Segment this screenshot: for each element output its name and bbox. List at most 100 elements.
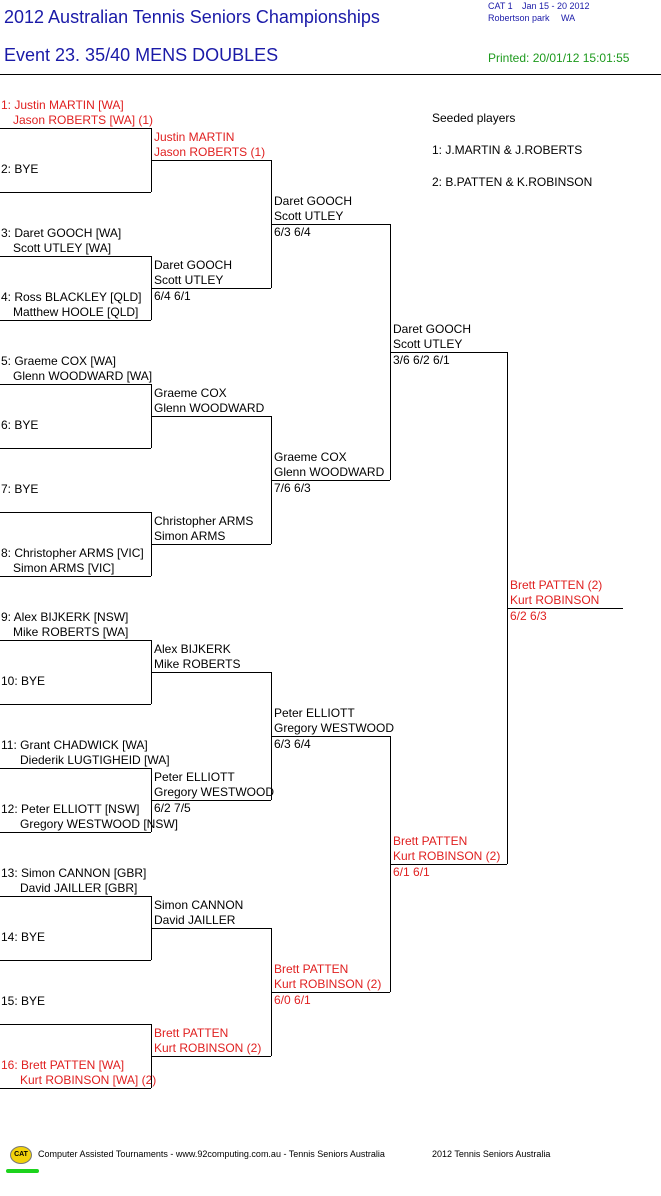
draw-entry-line2: Gregory WESTWOOD [NSW]	[20, 817, 179, 831]
draw-entry-line2: Scott UTLEY [WA]	[13, 241, 112, 255]
round3-entry-line2: Glenn WOODWARD	[274, 465, 385, 479]
round2-entry-score: 6/4 6/1	[154, 289, 191, 303]
bracket-connector	[271, 672, 272, 800]
round2-entry-line1: Justin MARTIN	[154, 130, 235, 144]
semifinal-entry-line1: Brett PATTEN	[393, 834, 468, 848]
bracket-line	[152, 416, 271, 417]
venue: Robertson park	[488, 13, 550, 23]
bracket-line	[152, 544, 271, 545]
draw-entry-line1: 10: BYE	[1, 674, 46, 688]
bracket-line	[0, 832, 151, 833]
cat-logo-icon: CAT	[10, 1146, 32, 1164]
semifinal-entry-line2: Scott UTLEY	[393, 337, 463, 351]
venue-state: WA	[561, 13, 576, 23]
bracket-line	[391, 864, 507, 865]
draw-entry-line1: 5: Graeme COX [WA]	[1, 354, 116, 368]
round2-entry-line2: Simon ARMS	[154, 529, 226, 543]
draw-entry-line1: 9: Alex BIJKERK [NSW]	[1, 610, 129, 624]
draw-entry-line1: 3: Daret GOOCH [WA]	[1, 226, 122, 240]
round2-entry-line1: Graeme COX	[154, 386, 227, 400]
round3-entry-line1: Brett PATTEN	[274, 962, 349, 976]
draw-entry-line2: Kurt ROBINSON [WA] (2)	[20, 1073, 157, 1087]
draw-entry-line1: 1: Justin MARTIN [WA]	[1, 98, 124, 112]
round2-entry-line1: Simon CANNON	[154, 898, 244, 912]
bracket-line	[0, 960, 151, 961]
round2-entry-line1: Peter ELLIOTT	[154, 770, 235, 784]
draw-entry-line1: 16: Brett PATTEN [WA]	[1, 1058, 125, 1072]
round2-entry-score: 6/2 7/5	[154, 801, 191, 815]
round3-entry-line1: Peter ELLIOTT	[274, 706, 355, 720]
bracket-connector	[390, 224, 391, 480]
bracket-line	[0, 704, 151, 705]
bracket-line	[152, 288, 271, 289]
bracket-line	[0, 640, 151, 641]
draw-entry-line1: 8: Christopher ARMS [VIC]	[1, 546, 144, 560]
round2-entry-line2: Glenn WOODWARD	[154, 401, 265, 415]
bracket-connector	[151, 768, 152, 832]
draw-entry-line2: Diederik LUGTIGHEID [WA]	[20, 753, 170, 767]
bracket-line	[0, 1024, 151, 1025]
footer-copyright: 2012 Tennis Seniors Australia	[432, 1149, 551, 1159]
bracket-connector	[271, 160, 272, 288]
champion-entry-line1: Brett PATTEN (2)	[510, 578, 603, 592]
draw-entry-line1: 15: BYE	[1, 994, 46, 1008]
bracket-line	[0, 128, 151, 129]
draw-entry-line1: 14: BYE	[1, 930, 46, 944]
draw-entry-line2: Jason ROBERTS [WA] (1)	[13, 113, 154, 127]
bracket-connector	[507, 352, 508, 864]
bracket-connector	[151, 384, 152, 448]
round3-entry-score: 6/0 6/1	[274, 993, 311, 1007]
round3-entry-score: 6/3 6/4	[274, 225, 311, 239]
draw-entry-line1: 12: Peter ELLIOTT [NSW]	[1, 802, 140, 816]
bracket-line	[152, 800, 271, 801]
bracket-line	[508, 608, 623, 609]
bracket-line	[0, 576, 151, 577]
round2-entry-line2: Gregory WESTWOOD	[154, 785, 275, 799]
bracket-line	[272, 480, 390, 481]
round3-entry-line2: Gregory WESTWOOD	[274, 721, 395, 735]
round3-entry-line2: Kurt ROBINSON (2)	[274, 977, 382, 991]
round3-entry-line1: Graeme COX	[274, 450, 347, 464]
round2-entry-line2: Jason ROBERTS (1)	[154, 145, 266, 159]
bracket-line	[0, 1088, 151, 1089]
round2-entry-line2: Mike ROBERTS	[154, 657, 241, 671]
draw-entry-line2: Simon ARMS [VIC]	[13, 561, 115, 575]
bracket-connector	[151, 1024, 152, 1088]
header-divider	[0, 74, 661, 75]
draw-entry-line1: 7: BYE	[1, 482, 39, 496]
round2-entry-line1: Christopher ARMS	[154, 514, 254, 528]
bracket-line	[152, 928, 271, 929]
draw-entry-line1: 2: BYE	[1, 162, 39, 176]
draw-entry-line2: Glenn WOODWARD [WA]	[13, 369, 153, 383]
event-title: Event 23. 35/40 MENS DOUBLES	[4, 45, 279, 65]
seed-entry: 1: J.MARTIN & J.ROBERTS	[432, 143, 583, 157]
bracket-line	[0, 320, 151, 321]
bracket-line	[0, 192, 151, 193]
bracket-connector	[151, 128, 152, 192]
round3-entry-score: 6/3 6/4	[274, 737, 311, 751]
round2-entry-line2: Kurt ROBINSON (2)	[154, 1041, 262, 1055]
bracket-line	[0, 768, 151, 769]
bracket-connector	[151, 896, 152, 960]
bracket-line	[0, 256, 151, 257]
semifinal-entry-line2: Kurt ROBINSON (2)	[393, 849, 501, 863]
footer-credit: Computer Assisted Tournaments - www.92co…	[38, 1149, 385, 1159]
semifinal-entry-score: 3/6 6/2 6/1	[393, 353, 450, 367]
champion-entry-line2: Kurt ROBINSON	[510, 593, 600, 607]
bracket-connector	[271, 928, 272, 1056]
bracket-line	[0, 896, 151, 897]
bracket-connector	[151, 512, 152, 576]
event-dates: Jan 15 - 20 2012	[522, 1, 590, 11]
bracket-line	[391, 352, 507, 353]
bracket-line	[272, 736, 390, 737]
draw-entry-line2: Matthew HOOLE [QLD]	[13, 305, 139, 319]
bracket-line	[0, 448, 151, 449]
category: CAT 1	[488, 1, 513, 11]
tournament-title: 2012 Australian Tennis Seniors Champions…	[4, 7, 380, 27]
bracket-line	[152, 160, 271, 161]
bracket-line	[272, 224, 390, 225]
round2-entry-line1: Daret GOOCH	[154, 258, 233, 272]
draw-entry-line1: 11: Grant CHADWICK [WA]	[1, 738, 148, 752]
round2-entry-line1: Brett PATTEN	[154, 1026, 229, 1040]
seed-entry: 2: B.PATTEN & K.ROBINSON	[432, 175, 593, 189]
